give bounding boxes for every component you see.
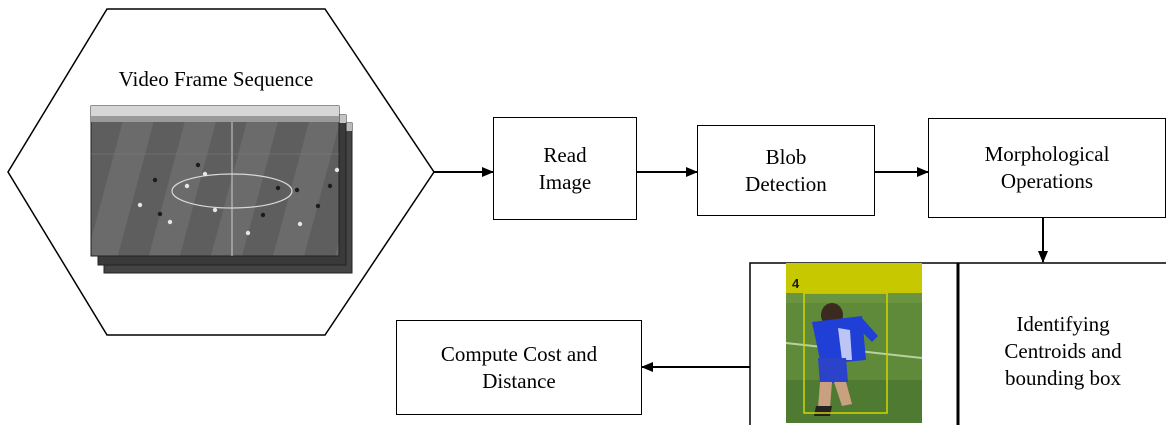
player-crop-image: 4 (785, 263, 923, 423)
blob-detection-line2: Detection (745, 171, 827, 196)
compute-line1: Compute Cost and (440, 341, 598, 366)
morphological-line1: Morphological (984, 142, 1110, 166)
identifying-centroids-label: Identifying Centroids and bounding box (960, 311, 1166, 392)
blob-detection-box: Blob Detection (697, 125, 875, 216)
identifying-line2: Centroids and (1004, 339, 1122, 363)
read-image-line2: Image (538, 169, 592, 194)
compute-line2: Distance (482, 368, 556, 393)
morphological-line2: Operations (1000, 169, 1094, 193)
morphological-operations-box: Morphological Operations (928, 118, 1166, 218)
identifying-line1: Identifying (1016, 312, 1110, 336)
identifying-line3: bounding box (1004, 366, 1122, 390)
video-frame-sequence-label: Video Frame Sequence (118, 67, 314, 91)
blob-detection-line1: Blob (765, 144, 807, 169)
read-image-line1: Read (543, 142, 587, 167)
video-frames-stack (90, 105, 353, 274)
compute-cost-box: Compute Cost and Distance (396, 320, 642, 415)
read-image-box: Read Image (493, 117, 637, 220)
identifying-panel (749, 262, 1166, 425)
video-frame-front (90, 105, 340, 257)
player-id-tag (786, 263, 922, 293)
player-id-number: 4 (792, 276, 800, 291)
